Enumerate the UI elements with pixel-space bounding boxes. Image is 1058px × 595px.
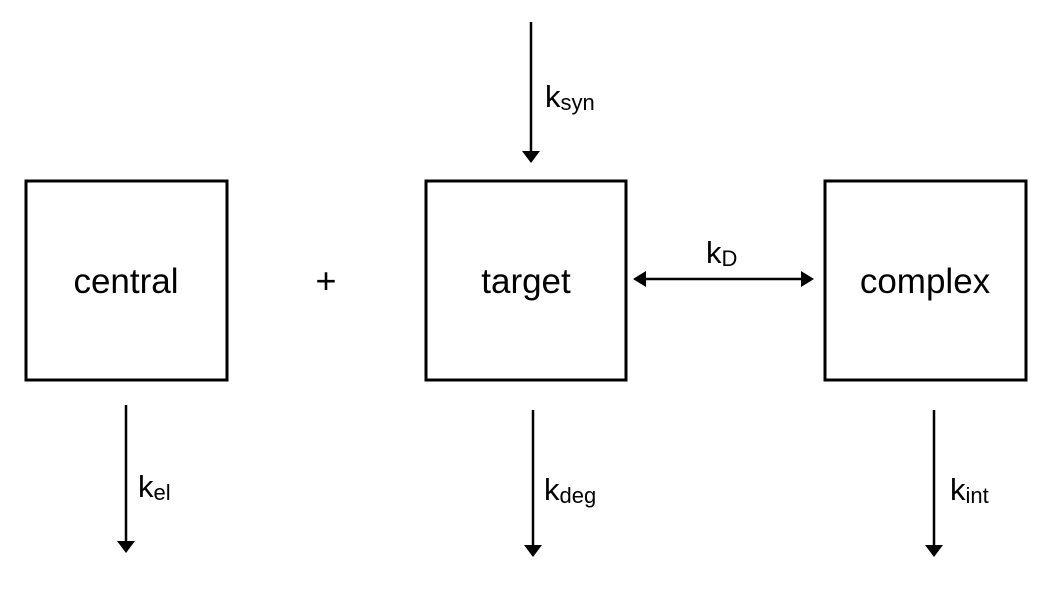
synthesis-rate-label: ksyn	[545, 79, 595, 115]
degradation-rate-label: kdeg	[544, 472, 596, 508]
binding-arrow	[633, 271, 814, 287]
central-label: central	[73, 262, 178, 301]
binding-rate-label: kD	[706, 235, 737, 271]
central-box	[24, 179, 229, 382]
complex-label: complex	[860, 262, 991, 301]
internalization-arrow	[925, 410, 943, 557]
synthesis-arrow	[522, 22, 540, 163]
internalization-rate-label: kint	[950, 472, 989, 508]
complex-box	[823, 179, 1028, 382]
elimination-rate-label: kel	[138, 469, 171, 505]
plus-operator: +	[315, 260, 336, 301]
degradation-arrow	[524, 410, 542, 557]
target-box	[424, 179, 628, 382]
elimination-arrow	[117, 405, 135, 553]
target-label: target	[481, 262, 571, 301]
